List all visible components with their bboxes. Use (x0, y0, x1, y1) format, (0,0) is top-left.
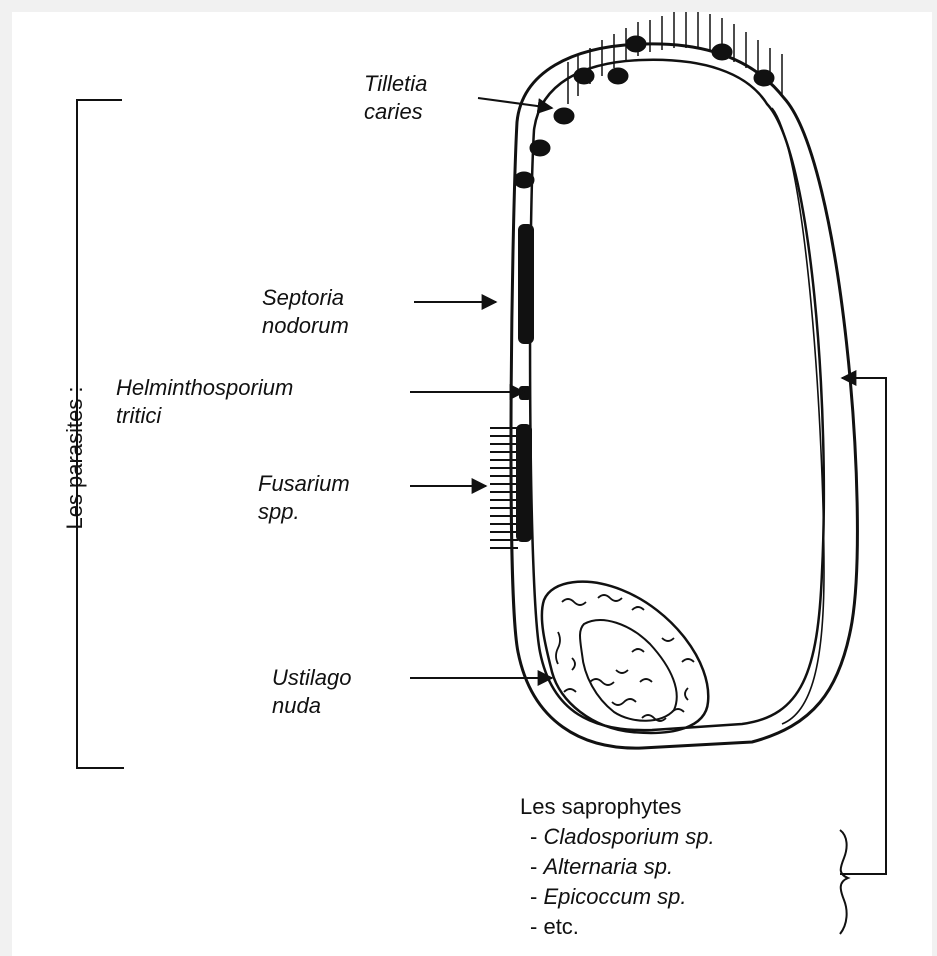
saprophytes-list: Les saprophytes - Cladosporium sp. - Alt… (520, 792, 715, 942)
ustilago-hyphae (556, 595, 694, 721)
saprophyte-item: - Alternaria sp. (520, 852, 715, 882)
label-helminthosporium-tritici: Helminthosporium tritici (116, 374, 293, 430)
saprophytes-title: Les saprophytes (520, 792, 715, 822)
label-septoria-nodorum: Septoria nodorum (262, 284, 349, 340)
diagram-canvas: Les parasites : Tilletia caries Septoria… (12, 12, 932, 956)
tilletia-spores (514, 12, 782, 188)
saprophytes-connector (840, 378, 886, 874)
grain-diagram (12, 12, 932, 956)
septoria-lesion (518, 224, 534, 344)
label-ustilago-nuda: Ustilago nuda (272, 664, 351, 720)
saprophytes-brace (840, 830, 848, 934)
parasites-title: Les parasites : (61, 378, 89, 538)
saprophyte-item: - Epicoccum sp. (520, 882, 715, 912)
fusarium-lesion (516, 424, 532, 542)
fusarium-hyphae (490, 428, 518, 548)
label-tilletia-caries: Tilletia caries (364, 70, 427, 126)
embryo (542, 582, 708, 733)
saprophyte-item: - Cladosporium sp. (520, 822, 715, 852)
grain-outer-wall (511, 44, 857, 748)
label-fusarium-spp: Fusarium spp. (258, 470, 350, 526)
saprophyte-item: - etc. (520, 912, 715, 942)
